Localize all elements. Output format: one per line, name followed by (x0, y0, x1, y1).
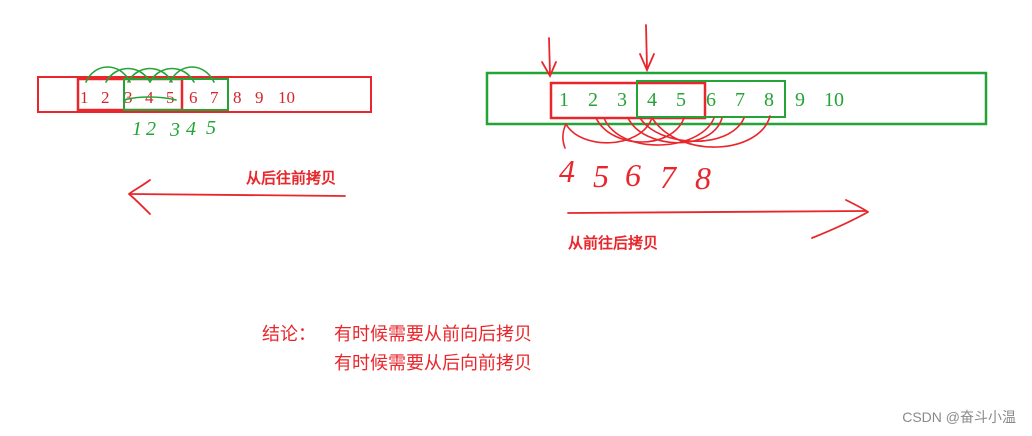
left-dest-box (123, 78, 229, 111)
right-order-5: 5 (593, 158, 609, 194)
right-num-3: 3 (617, 89, 627, 111)
left-caption: 从后往前拷贝 (246, 169, 336, 187)
dest-pointer-arrow-icon (639, 24, 655, 73)
right-order-8: 8 (695, 160, 711, 196)
left-num-8: 8 (233, 88, 242, 107)
right-num-9: 9 (795, 89, 805, 111)
left-order-3: 3 (169, 119, 180, 141)
left-num-10: 10 (278, 88, 295, 107)
right-arrow-icon (567, 199, 869, 239)
left-num-7: 7 (210, 88, 219, 107)
right-copy-order: 4 5 6 7 8 (559, 153, 711, 196)
left-order-1: 1 (132, 118, 142, 140)
left-copy-arcs (85, 66, 215, 101)
conclusion-line-2: 有时候需要从后向前拷贝 (334, 353, 532, 373)
left-num-3: 3 (124, 88, 133, 107)
right-array-outer-box (485, 71, 988, 126)
left-num-5: 5 (166, 88, 175, 107)
right-order-4: 4 (559, 153, 575, 189)
left-num-1: 1 (80, 88, 89, 107)
left-diagram: 1 2 3 4 5 6 7 8 9 10 1 2 3 4 5 从 (37, 66, 372, 215)
left-num-6: 6 (189, 88, 198, 107)
left-copy-order: 1 2 3 4 5 (132, 117, 216, 141)
right-order-7: 7 (660, 159, 678, 195)
right-num-10: 10 (824, 89, 844, 111)
conclusion-label: 结论： (262, 324, 316, 344)
src-pointer-arrow-icon (541, 37, 557, 79)
right-num-7: 7 (735, 89, 745, 111)
left-order-5: 5 (206, 117, 216, 139)
left-num-9: 9 (255, 88, 264, 107)
right-copy-arcs (562, 115, 771, 149)
right-num-6: 6 (706, 89, 716, 111)
svg-text:1 2 3 4: 1 2 3 4 5 6 7 8 9 10 (80, 88, 295, 107)
conclusion: 结论： 有时候需要从前向后拷贝 有时候需要从后向前拷贝 (262, 324, 532, 373)
left-array-outer-box (37, 76, 372, 113)
right-num-4: 4 (647, 89, 657, 111)
right-pointer-arrows (541, 24, 655, 79)
right-num-8: 8 (764, 89, 774, 111)
svg-text:1 2 3 4: 1 2 3 4 5 6 7 8 9 10 (559, 89, 844, 111)
watermark: CSDN @奋斗小温 (902, 409, 1016, 425)
right-num-5: 5 (676, 89, 686, 111)
left-arrow-icon (128, 179, 346, 215)
right-dest-box (636, 80, 786, 118)
right-order-6: 6 (625, 157, 641, 193)
right-num-1: 1 (559, 89, 569, 111)
right-caption: 从前往后拷贝 (568, 234, 658, 252)
right-num-2: 2 (588, 89, 598, 111)
left-num-2: 2 (101, 88, 110, 107)
right-diagram: 1 2 3 4 5 6 7 8 9 10 (485, 24, 988, 252)
conclusion-line-1: 有时候需要从前向后拷贝 (334, 324, 532, 344)
left-order-4: 4 (186, 118, 196, 140)
left-order-2: 2 (146, 118, 156, 140)
